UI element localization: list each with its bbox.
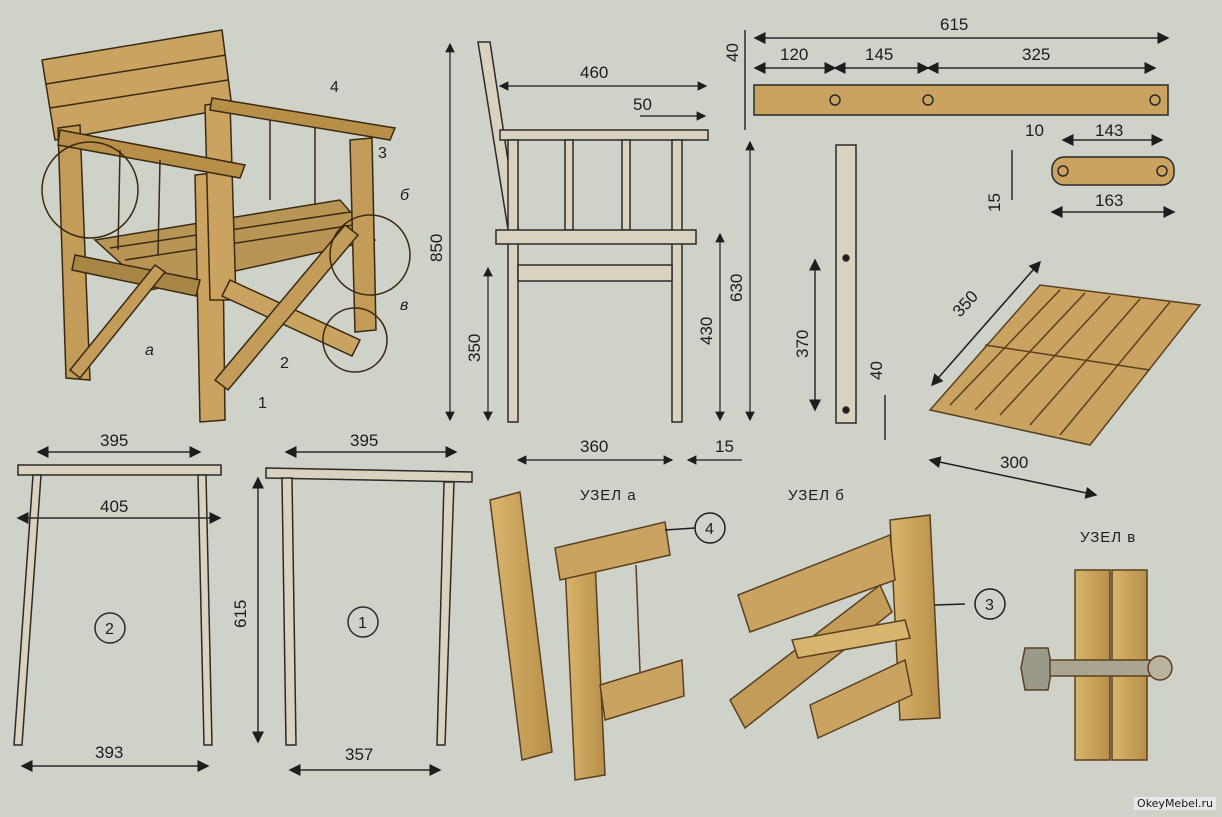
dim-15-side: 15 [715, 437, 734, 456]
part-number-4: 4 [330, 79, 339, 96]
watermark: OkeyMebel.ru [1134, 797, 1216, 810]
frame-1-view [252, 446, 473, 776]
node-b-detail [729, 514, 1006, 740]
dim-395-left: 395 [100, 431, 128, 450]
node-b-title: УЗЕЛ б [788, 487, 845, 504]
dim-395-right: 395 [350, 431, 378, 450]
node-v-title: УЗЕЛ в [1080, 529, 1136, 546]
dim-850: 850 [427, 234, 446, 262]
dim-370: 370 [793, 330, 812, 358]
circled-number-2: 2 [105, 621, 114, 638]
dim-360: 360 [580, 437, 608, 456]
link-plate-detail [1011, 134, 1176, 218]
node-mark-b: б [400, 187, 410, 204]
circled-number-4: 4 [705, 521, 714, 538]
node-mark-a: а [145, 342, 154, 359]
dim-430: 430 [697, 317, 716, 345]
dim-615-top: 615 [940, 15, 968, 34]
dim-300: 300 [1000, 453, 1028, 472]
side-view-dimensions [445, 42, 755, 465]
dim-615-side: 615 [231, 600, 250, 628]
part-number-1: 1 [258, 395, 267, 412]
top-rail-detail [744, 30, 1170, 130]
dim-143: 143 [1095, 121, 1123, 140]
dim-393: 393 [95, 743, 123, 762]
node-v-detail [1020, 569, 1173, 761]
part-number-2: 2 [280, 355, 289, 372]
dim-15-link: 15 [985, 193, 1004, 212]
dim-630: 630 [727, 274, 746, 302]
node-a-title: УЗЕЛ а [580, 487, 637, 504]
node-a-detail [489, 491, 726, 781]
chair-perspective-view [41, 29, 411, 423]
dim-325: 325 [1022, 45, 1050, 64]
seat-cushion [928, 260, 1202, 499]
dim-460: 460 [580, 63, 608, 82]
frame-2-view [13, 446, 222, 772]
dim-50: 50 [633, 95, 652, 114]
dim-145: 145 [865, 45, 893, 64]
circled-number-1: 1 [358, 615, 367, 632]
circled-number-3: 3 [985, 597, 994, 614]
dim-350-cushion: 350 [949, 287, 982, 321]
dim-10: 10 [1025, 121, 1044, 140]
dim-163: 163 [1095, 191, 1123, 210]
dim-350-side: 350 [465, 334, 484, 362]
dim-40-post: 40 [867, 361, 886, 380]
dim-40-top: 40 [723, 43, 742, 62]
dim-405: 405 [100, 497, 128, 516]
part-number-3: 3 [378, 145, 387, 162]
dim-357: 357 [345, 745, 373, 764]
dim-120: 120 [780, 45, 808, 64]
node-mark-v: в [400, 297, 408, 314]
chair-side-view [477, 41, 709, 423]
post-detail [809, 144, 886, 440]
